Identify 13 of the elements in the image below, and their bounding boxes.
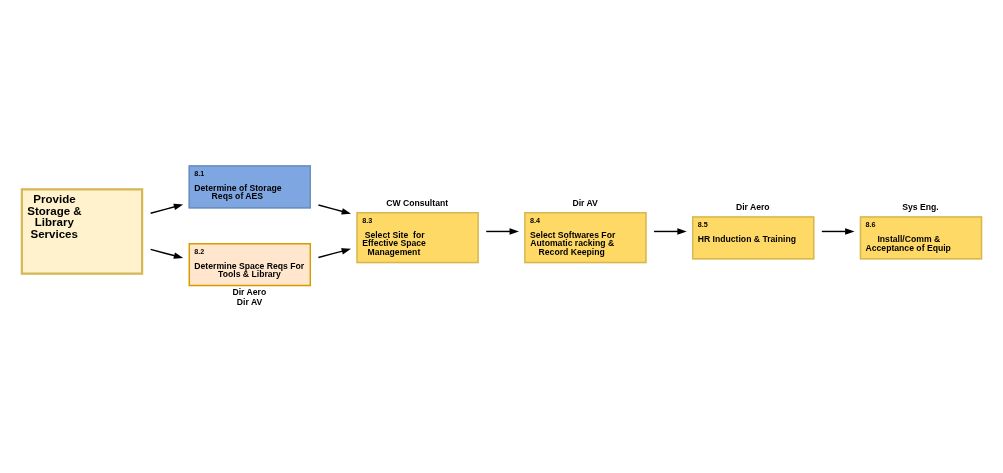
node-label: Dir Aero — [735, 202, 770, 213]
arrow — [485, 228, 519, 235]
node-label: Dir AV — [572, 197, 598, 208]
arrow — [317, 204, 352, 215]
arrow — [149, 203, 184, 214]
node-label: Sys Eng. — [902, 202, 939, 213]
arrow — [317, 248, 352, 259]
node-label: Dir Aero — [232, 287, 267, 298]
arrow — [149, 248, 184, 259]
node-label: Dir AV — [236, 296, 263, 307]
arrow — [653, 228, 687, 235]
arrow — [821, 228, 855, 235]
node-label: CW Consultant — [386, 197, 449, 208]
